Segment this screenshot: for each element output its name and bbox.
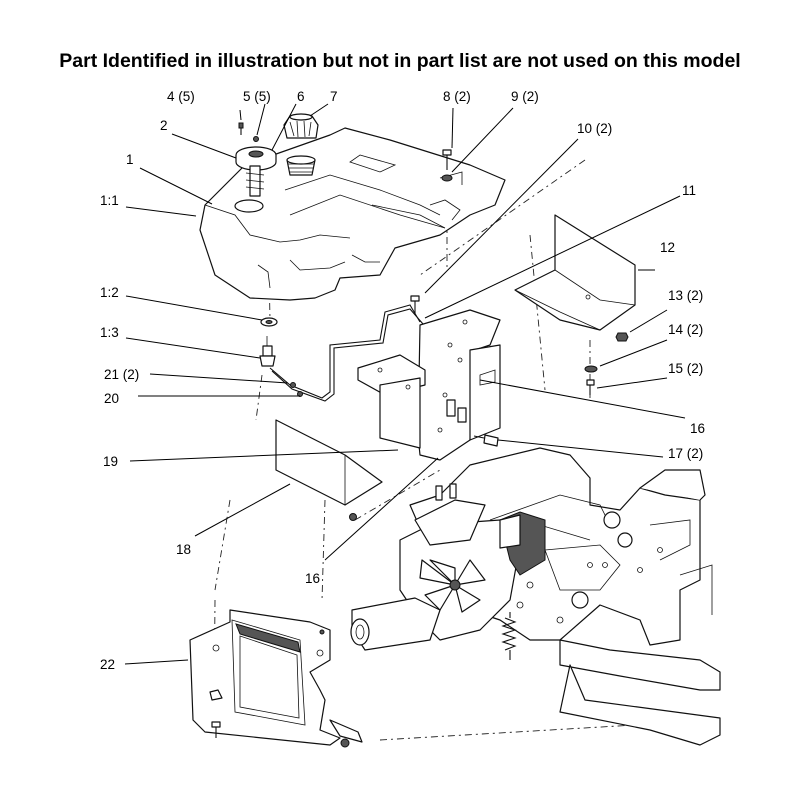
- side-shield: [275, 419, 383, 521]
- callout-1: 1: [126, 152, 134, 167]
- bracket-bolt: [410, 295, 420, 315]
- callout-4: 4 (5): [167, 89, 195, 104]
- callout-22: 22: [100, 657, 115, 672]
- callout-9: 9 (2): [511, 89, 539, 104]
- callout-11: 11: [682, 183, 696, 198]
- callout-10: 10 (2): [577, 121, 612, 136]
- callout-18: 18: [176, 542, 191, 557]
- tank-bolt: [441, 149, 453, 182]
- tank-support-bracket: [357, 309, 501, 461]
- leader-lines: [124, 103, 686, 665]
- callout-15: 15 (2): [668, 361, 703, 376]
- fuel-cap: [283, 113, 319, 176]
- callout-2: 2: [160, 118, 168, 133]
- fuel-fitting: [259, 336, 276, 367]
- callout-5: 5 (5): [243, 89, 271, 104]
- fuel-gauge-sender: [235, 146, 277, 197]
- transmission-unit: [350, 483, 546, 651]
- callout-20: 20: [104, 391, 119, 406]
- callout-7: 7: [330, 89, 338, 104]
- diagram-title: Part Identified in illustration but not …: [59, 50, 741, 72]
- callout-1-1: 1:1: [100, 193, 119, 208]
- callout-19: 19: [103, 454, 118, 469]
- callout-8: 8 (2): [443, 89, 471, 104]
- shield-hardware: [584, 332, 629, 395]
- heat-shield: [514, 214, 636, 331]
- callout-6: 6: [297, 89, 305, 104]
- tank-grommet: [260, 317, 278, 327]
- callout-16-right: 16: [690, 421, 705, 436]
- callout-1-2: 1:2: [100, 285, 119, 300]
- access-plate: [189, 609, 363, 748]
- cooling-fan: [419, 559, 486, 613]
- return-spring: [501, 612, 517, 660]
- callout-21: 21 (2): [104, 367, 139, 382]
- callout-labels: 4 (5) 5 (5) 6 7 2 1 1:1 1:2 1:3 21 (2) 2…: [100, 89, 705, 672]
- callout-17: 17 (2): [668, 446, 703, 461]
- fuel-line: [269, 304, 424, 402]
- callout-12: 12: [660, 240, 675, 255]
- callout-13: 13 (2): [668, 288, 703, 303]
- callout-1-3: 1:3: [100, 325, 119, 340]
- callout-16-lower: 16: [305, 571, 320, 586]
- fuel-tank: [199, 127, 506, 301]
- gauge-screws: [238, 122, 259, 142]
- callout-14: 14 (2): [668, 322, 703, 337]
